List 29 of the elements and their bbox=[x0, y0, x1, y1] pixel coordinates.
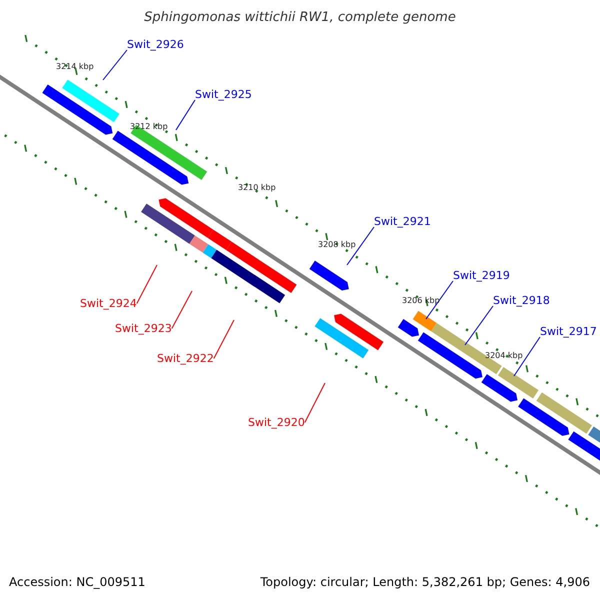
tick-label: 3212 kbp bbox=[130, 123, 168, 131]
tick-label: 3214 kbp bbox=[56, 63, 94, 71]
tick-label: 3208 kbp bbox=[318, 241, 356, 249]
tick-label: 3204 kbp bbox=[485, 352, 523, 360]
leader-line bbox=[346, 226, 374, 266]
leader-line bbox=[514, 336, 540, 376]
tick-label: 3210 kbp bbox=[238, 184, 276, 192]
gene-label: Swit_2919 bbox=[453, 270, 510, 281]
footer-note: Accession: NC_009511 bbox=[9, 576, 146, 588]
gene-label: Swit_2920 bbox=[248, 417, 305, 428]
gene-label: Swit_2917 bbox=[540, 326, 597, 337]
footer-note: Topology: circular; Length: 5,382,261 bp; Genes: 4,906 bbox=[260, 576, 590, 588]
diagram-title: Sphingomonas wittichii RW1, complete genome bbox=[143, 11, 457, 24]
leader-line bbox=[213, 320, 234, 359]
leader-line bbox=[102, 50, 128, 80]
gene-label: Swit_2923 bbox=[115, 323, 172, 334]
leader-line bbox=[171, 290, 192, 329]
tick-label: 3206 kbp bbox=[402, 297, 440, 305]
gene-label: Swit_2926 bbox=[127, 39, 184, 50]
gene-label: Swit_2925 bbox=[195, 89, 252, 100]
leader-line bbox=[304, 382, 326, 423]
gene-label: Swit_2922 bbox=[157, 353, 214, 364]
leader-line bbox=[176, 100, 196, 130]
leader-line bbox=[426, 280, 454, 320]
gene-label: Swit_2921 bbox=[374, 216, 431, 227]
gene-label: Swit_2924 bbox=[80, 298, 137, 309]
gene-label: Swit_2918 bbox=[493, 295, 550, 306]
leader-line bbox=[464, 306, 494, 346]
leader-line bbox=[136, 264, 158, 304]
